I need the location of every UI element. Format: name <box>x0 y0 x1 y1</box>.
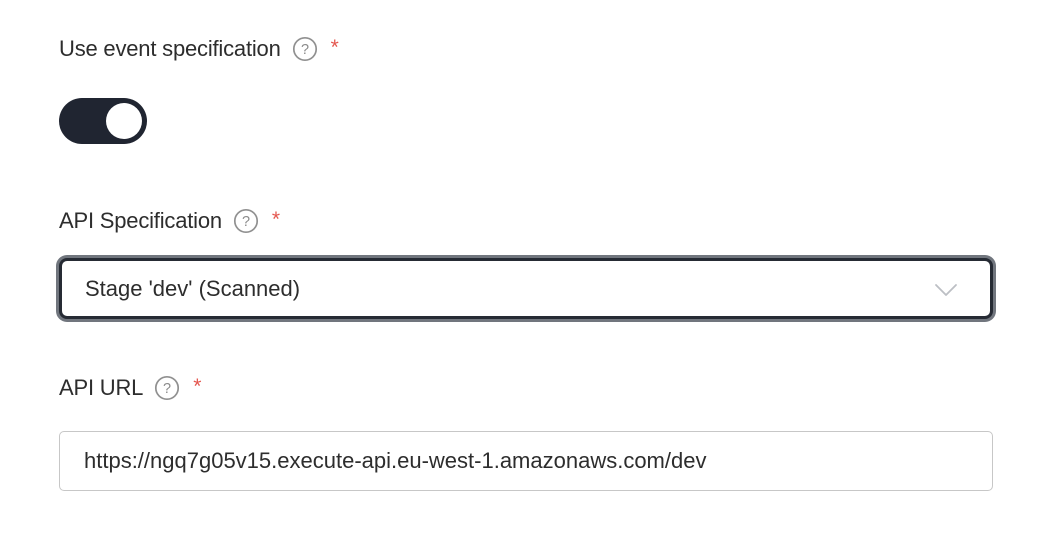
api-specification-select[interactable]: Stage 'dev' (Scanned) <box>59 258 993 319</box>
svg-text:?: ? <box>163 381 171 397</box>
svg-text:?: ? <box>242 214 250 230</box>
api-specification-label: API Specification <box>59 208 222 233</box>
use-event-specification-toggle[interactable] <box>59 98 147 144</box>
required-asterisk: * <box>193 375 202 398</box>
required-asterisk: * <box>330 36 339 59</box>
api-specification-selected-value: Stage 'dev' (Scanned) <box>85 275 301 301</box>
use-event-specification-label-row: Use event specification ? * <box>59 36 993 62</box>
required-asterisk: * <box>271 208 281 231</box>
field-api-specification: API Specification ? * Stage 'dev' (Scann… <box>59 208 993 319</box>
question-circle-icon[interactable]: ? <box>292 36 318 62</box>
question-circle-icon[interactable]: ? <box>233 208 259 234</box>
api-url-label: API URL <box>59 375 144 400</box>
api-specification-label-row: API Specification ? * <box>59 208 993 234</box>
question-circle-icon[interactable]: ? <box>154 375 180 401</box>
toggle-knob <box>106 103 142 139</box>
config-form: Use event specification ? * API Specific… <box>59 36 993 491</box>
field-use-event-specification: Use event specification ? * <box>59 36 993 144</box>
use-event-specification-label: Use event specification <box>59 36 281 61</box>
chevron-down-icon <box>935 283 957 296</box>
api-url-input[interactable] <box>59 431 993 491</box>
svg-text:?: ? <box>301 42 309 58</box>
field-api-url: API URL ? * <box>59 375 993 491</box>
api-url-label-row: API URL ? * <box>59 375 993 401</box>
